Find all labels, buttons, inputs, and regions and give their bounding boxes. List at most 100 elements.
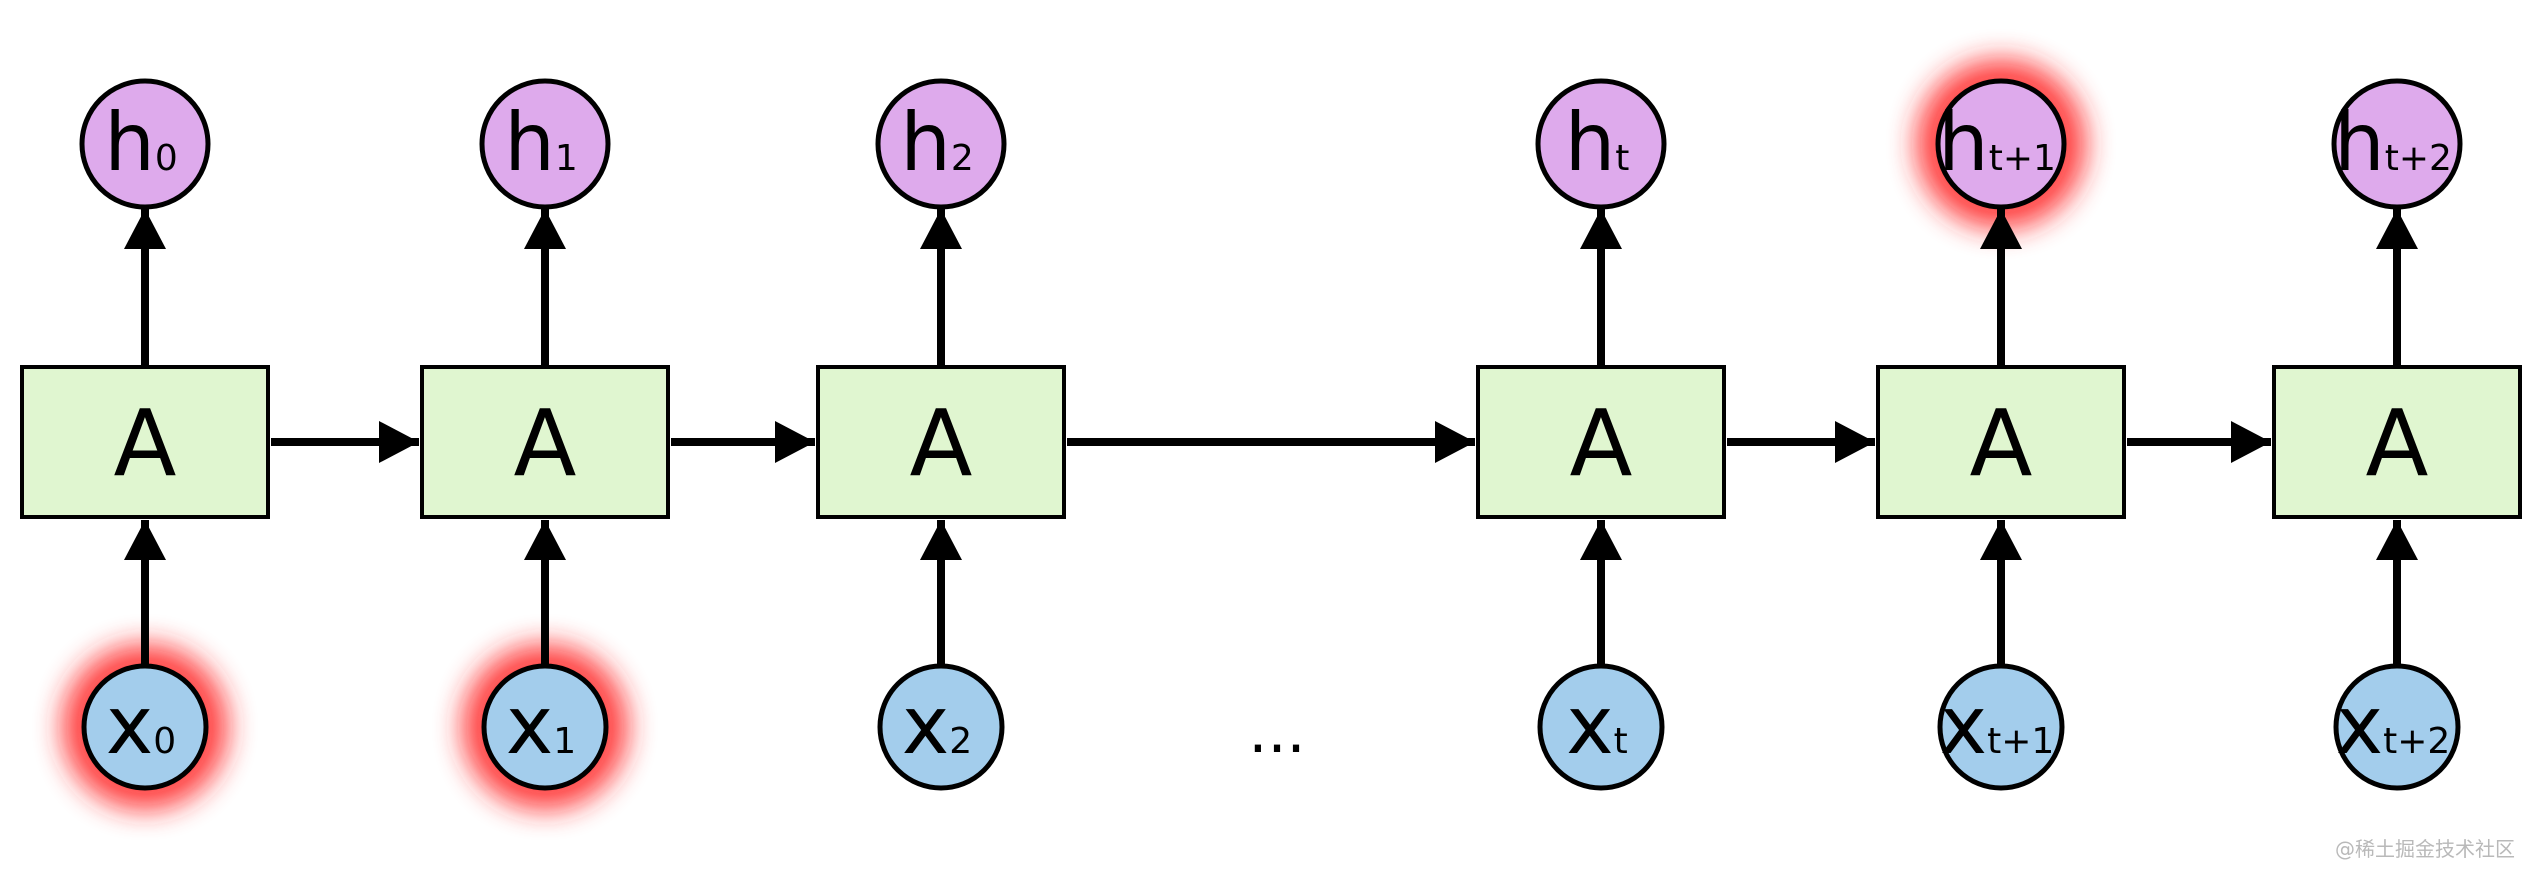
- output-node-4-subscript: t+1: [1989, 138, 2056, 179]
- input-node-5-letter: x: [2336, 679, 2383, 772]
- rnn-cell-box: [1476, 365, 1726, 519]
- input-node-3-circle: [1537, 663, 1665, 791]
- output-node-1-letter: h: [504, 96, 555, 189]
- output-node-4-circle: [1935, 78, 2067, 210]
- output-node-0-letter: h: [104, 96, 155, 189]
- input-node-0-circle: [81, 663, 209, 791]
- output-arrow-2-head: [920, 209, 962, 249]
- input-node-1-label: x1: [506, 679, 576, 772]
- input-node-0: x0: [81, 663, 209, 791]
- output-node-0-subscript: 0: [155, 138, 178, 179]
- input-node-4-circle: [1937, 663, 2065, 791]
- input-node-5-circle: [2333, 663, 2461, 791]
- input-arrow-1-head: [524, 520, 566, 560]
- output-node-1-subscript: 1: [555, 138, 578, 179]
- output-arrow-1-head: [524, 209, 566, 249]
- recurrent-arrow-0-head: [379, 421, 419, 463]
- sequence-ellipsis: ...: [1248, 697, 1305, 767]
- rnn-cell-2: A: [816, 365, 1066, 519]
- highlight-glows: [62, 59, 2086, 810]
- output-arrow-3-head: [1580, 209, 1622, 249]
- output-node-5-letter: h: [2334, 96, 2385, 189]
- rnn-cell-label: A: [1970, 390, 2033, 497]
- input-node-4-letter: x: [1940, 679, 1987, 772]
- output-node-5-circle: [2331, 78, 2463, 210]
- output-node-2: h2: [875, 78, 1007, 210]
- rnn-cell-box: [420, 365, 670, 519]
- input-node-1: x1: [481, 663, 609, 791]
- input-node-4-subscript: t+1: [1987, 721, 2054, 762]
- input-node-2: x2: [877, 663, 1005, 791]
- rnn-cell-box: [2272, 365, 2522, 519]
- output-node-2-circle: [875, 78, 1007, 210]
- output-node-2-letter: h: [900, 96, 951, 189]
- output-node-0-label: h0: [104, 96, 178, 189]
- output-node-3-subscript: t: [1615, 138, 1629, 179]
- input-node-0-subscript: 0: [153, 721, 176, 762]
- output-arrow-5-head: [2376, 209, 2418, 249]
- input-node-1-letter: x: [506, 679, 553, 772]
- input-node-1-subscript: 1: [553, 721, 576, 762]
- output-node-0: h0: [79, 78, 211, 210]
- watermark: @稀土掘金技术社区: [2335, 837, 2515, 861]
- input-node-0-letter: x: [106, 679, 153, 772]
- input-node-5: xt+2: [2333, 663, 2461, 791]
- output-node-4-label: ht+1: [1938, 96, 2056, 189]
- rnn-cell-label: A: [910, 390, 973, 497]
- recurrent-arrow-1-head: [775, 421, 815, 463]
- output-node-4-letter: h: [1938, 96, 1989, 189]
- rnn-cell-box: [816, 365, 1066, 519]
- rnn-cell-label: A: [114, 390, 177, 497]
- rnn-cell-5: A: [2272, 365, 2522, 519]
- rnn-cell-box: [20, 365, 270, 519]
- output-node-0-circle: [79, 78, 211, 210]
- input-arrow-4-head: [1980, 520, 2022, 560]
- rnn-cell-0: A: [20, 365, 270, 519]
- input-node-3-letter: x: [1566, 679, 1613, 772]
- input-arrow-5-head: [2376, 520, 2418, 560]
- input-node-3: xt: [1537, 663, 1665, 791]
- rnn-cell-4: A: [1876, 365, 2126, 519]
- input-arrow-0-head: [124, 520, 166, 560]
- input-node-5-subscript: t+2: [2383, 721, 2450, 762]
- output-node-3: ht: [1535, 78, 1667, 210]
- rnn-cell-3: A: [1476, 365, 1726, 519]
- input-arrow-3-head: [1580, 520, 1622, 560]
- output-arrow-4-head: [1980, 209, 2022, 249]
- input-node-5-label: xt+2: [2336, 679, 2451, 772]
- input-node-3-subscript: t: [1614, 721, 1628, 762]
- recurrent-arrow-3-head: [1835, 421, 1875, 463]
- input-node-3-label: xt: [1566, 679, 1627, 772]
- input-node-4-label: xt+1: [1940, 679, 2055, 772]
- input-node-1-circle: [481, 663, 609, 791]
- output-arrow-0-head: [124, 209, 166, 249]
- recurrent-arrow-4-head: [2231, 421, 2271, 463]
- rnn-cell-1: A: [420, 365, 670, 519]
- input-node-2-label: x2: [902, 679, 972, 772]
- input-node-2-subscript: 2: [949, 721, 972, 762]
- output-node-3-letter: h: [1565, 96, 1616, 189]
- input-node-4: xt+1: [1937, 663, 2065, 791]
- input-node-0-label: x0: [106, 679, 176, 772]
- recurrent-arrow-2-head: [1435, 421, 1475, 463]
- output-node-1-label: h1: [504, 96, 578, 189]
- output-node-2-subscript: 2: [951, 138, 974, 179]
- input-node-2-letter: x: [902, 679, 949, 772]
- output-node-3-circle: [1535, 78, 1667, 210]
- output-node-5-subscript: t+2: [2385, 138, 2452, 179]
- output-node-3-label: ht: [1565, 96, 1630, 189]
- output-node-4: ht+1: [1935, 78, 2067, 210]
- rnn-cell-box: [1876, 365, 2126, 519]
- output-node-2-label: h2: [900, 96, 974, 189]
- output-node-5-label: ht+2: [2334, 96, 2452, 189]
- output-node-5: ht+2: [2331, 78, 2463, 210]
- rnn-cell-label: A: [1570, 390, 1633, 497]
- output-node-1-circle: [479, 78, 611, 210]
- rnn-cell-label: A: [2366, 390, 2429, 497]
- rnn-cell-label: A: [514, 390, 577, 497]
- arrows: [124, 209, 2418, 666]
- input-node-2-circle: [877, 663, 1005, 791]
- output-node-1: h1: [479, 78, 611, 210]
